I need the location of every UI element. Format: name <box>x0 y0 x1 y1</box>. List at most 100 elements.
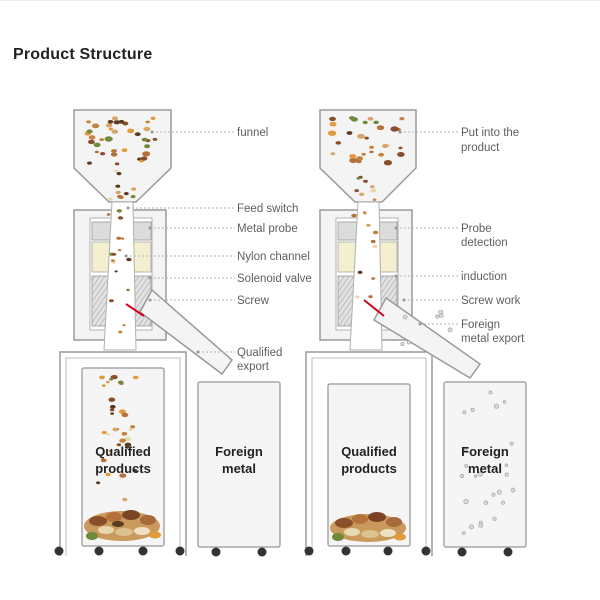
label-nylon-channel: Nylon channel <box>237 251 310 263</box>
nut-particle <box>357 270 363 274</box>
nut-particle <box>349 154 357 159</box>
metal-particle <box>477 471 483 477</box>
metal-particle <box>492 516 497 521</box>
left-cabinet <box>59 351 187 556</box>
nut-particle <box>111 129 119 134</box>
nut-particle <box>132 468 138 473</box>
nut-particle <box>128 427 134 431</box>
nut-particle <box>124 442 132 447</box>
nut-particle <box>350 117 358 122</box>
left-bin-qualified-line1: Qualified <box>95 444 151 459</box>
nut-particle <box>96 481 101 485</box>
nut-particle <box>328 130 337 136</box>
metal-particle <box>509 441 514 446</box>
nut-particle <box>88 139 95 145</box>
label-foreign-metal-export-2: metal export <box>461 333 525 345</box>
metal-particle <box>488 390 493 395</box>
nut-particle <box>329 121 337 127</box>
nut-particle <box>108 450 113 453</box>
label-put-into-product-2: product <box>461 142 500 154</box>
nut-particle <box>349 157 358 164</box>
metal-particle <box>438 309 444 315</box>
nut-particle <box>370 188 377 193</box>
nut-particle <box>351 213 357 218</box>
nut-particle <box>362 120 368 125</box>
left-qualified-bin <box>81 367 165 547</box>
nut-particle <box>106 380 110 384</box>
nut-particle <box>354 295 360 299</box>
nut-particle <box>346 131 353 135</box>
nut-particle <box>359 192 365 196</box>
nut-particle <box>330 152 336 156</box>
metal-particle <box>501 500 506 505</box>
nut-particle <box>369 145 375 149</box>
label-solenoid-valve: Solenoid valve <box>237 273 312 285</box>
nut-particle <box>113 120 121 125</box>
nut-particle <box>121 148 128 153</box>
nut-particle <box>144 144 151 149</box>
label-qualified-export-1: Qualified <box>237 347 282 359</box>
label-feed-switch: Feed switch <box>237 203 298 215</box>
product-particles <box>84 116 516 535</box>
nut-particle <box>105 123 113 128</box>
nut-particle <box>111 149 116 153</box>
nut-particle <box>109 299 114 303</box>
left-nut-pile <box>84 510 161 541</box>
nut-particle <box>105 472 111 477</box>
nut-particle <box>104 136 113 142</box>
nut-particle <box>121 431 128 436</box>
nut-particle <box>122 497 128 502</box>
nut-particle <box>390 126 399 132</box>
nut-particle <box>370 185 375 189</box>
metal-particle <box>478 523 484 528</box>
nut-particle <box>93 142 101 148</box>
left-deflector-marker <box>125 303 145 317</box>
label-foreign-metal-export-1: Foreign <box>461 319 500 331</box>
label-induction: induction <box>461 271 507 283</box>
label-put-into-product-1: Put into the <box>461 127 519 139</box>
nut-particle <box>113 169 118 173</box>
metal-particle <box>510 487 516 493</box>
nut-particle <box>150 116 156 121</box>
nut-particle <box>116 209 123 213</box>
nut-particle <box>108 127 113 131</box>
nut-particle <box>117 249 122 252</box>
nut-particle <box>121 412 129 418</box>
metal-particle <box>462 410 467 415</box>
metal-particle <box>464 448 468 452</box>
nut-particle <box>357 133 365 139</box>
nut-particle <box>86 120 91 124</box>
metal-particle <box>459 473 465 479</box>
nut-particle <box>145 120 150 124</box>
nut-particle <box>101 384 106 387</box>
nut-particle <box>130 195 136 199</box>
metal-particle <box>406 340 411 345</box>
nut-particle <box>141 156 148 161</box>
nut-particle <box>110 259 115 262</box>
nut-particle <box>397 152 405 157</box>
nut-particle <box>363 179 368 183</box>
nut-particle <box>118 409 126 415</box>
nut-particle <box>152 137 158 141</box>
nut-particle <box>372 244 378 249</box>
nut-particle <box>142 151 151 157</box>
label-screw: Screw <box>237 295 270 307</box>
nut-particle <box>370 239 376 244</box>
nut-particle <box>109 378 114 381</box>
nut-particle <box>126 288 130 292</box>
nut-particle <box>356 159 362 164</box>
nut-particle <box>372 198 377 201</box>
right-bin-foreign-line2: metal <box>468 461 502 476</box>
metal-particle <box>504 472 509 477</box>
nut-particle <box>117 380 124 385</box>
nut-particle <box>124 436 131 441</box>
right-cabinet <box>305 351 433 556</box>
nut-particle <box>364 136 369 140</box>
nut-particle <box>100 152 106 156</box>
label-screw-work: Screw work <box>461 295 521 307</box>
nut-particle <box>108 397 116 402</box>
nut-particle <box>86 129 93 134</box>
left-nylon-channel <box>103 201 137 351</box>
nut-particle <box>373 120 379 125</box>
metal-particle <box>435 314 440 319</box>
